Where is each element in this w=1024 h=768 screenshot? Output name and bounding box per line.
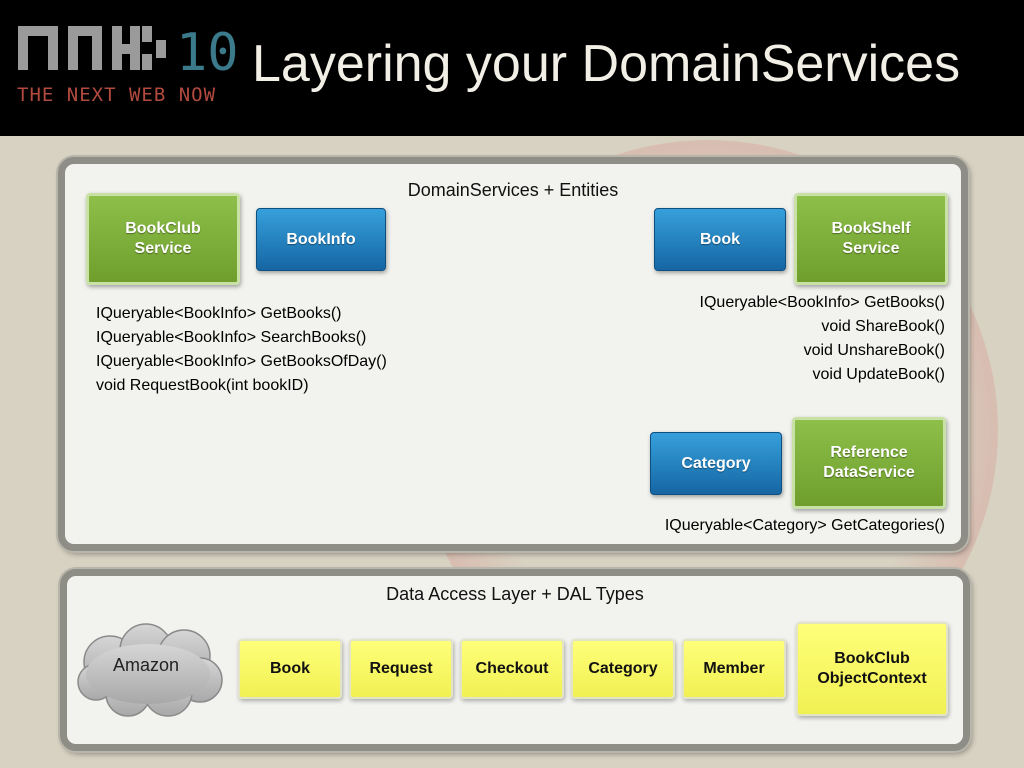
method-line: IQueryable<BookInfo> GetBooksOfDay() xyxy=(96,353,387,370)
method-line: IQueryable<Category> GetCategories() xyxy=(664,517,945,534)
slide-title: Layering your DomainServices xyxy=(252,35,961,93)
method-line: IQueryable<BookInfo> GetBooks() xyxy=(699,294,945,311)
data-access-title: Data Access Layer + DAL Types xyxy=(386,584,644,604)
cloud-icon xyxy=(77,623,223,717)
method-line: IQueryable<BookInfo> GetBooks() xyxy=(96,305,342,322)
logo-number: 10 xyxy=(176,23,239,80)
mix-logo-icon: 10 xyxy=(18,23,239,80)
bookclub-methods: IQueryable<BookInfo> GetBooks() IQueryab… xyxy=(96,302,387,398)
bookinfo-entity-box: BookInfo xyxy=(256,208,386,271)
header-bar: 10 THE NEXT WEB NOW Layering your Domain… xyxy=(0,0,1024,136)
dal-type-category: Category xyxy=(571,639,675,699)
dal-type-request: Request xyxy=(349,639,453,699)
method-line: IQueryable<BookInfo> SearchBooks() xyxy=(96,329,367,346)
method-line: void UnshareBook() xyxy=(803,342,945,359)
bookshelf-methods: IQueryable<BookInfo> GetBooks() void Sha… xyxy=(700,291,945,387)
reference-methods: IQueryable<Category> GetCategories() xyxy=(665,514,945,538)
dal-type-book: Book xyxy=(238,639,342,699)
dal-type-checkout: Checkout xyxy=(460,639,564,699)
method-line: void UpdateBook() xyxy=(812,366,945,383)
amazon-cloud-label: Amazon xyxy=(112,655,180,675)
method-line: void RequestBook(int bookID) xyxy=(96,377,309,394)
dal-type-member: Member xyxy=(682,639,786,699)
domain-services-title: DomainServices + Entities xyxy=(407,180,619,200)
logo-tagline: THE NEXT WEB NOW xyxy=(17,84,217,106)
method-line: void ShareBook() xyxy=(821,318,945,335)
book-entity-box: Book xyxy=(654,208,786,271)
category-entity-box: Category xyxy=(650,432,782,495)
